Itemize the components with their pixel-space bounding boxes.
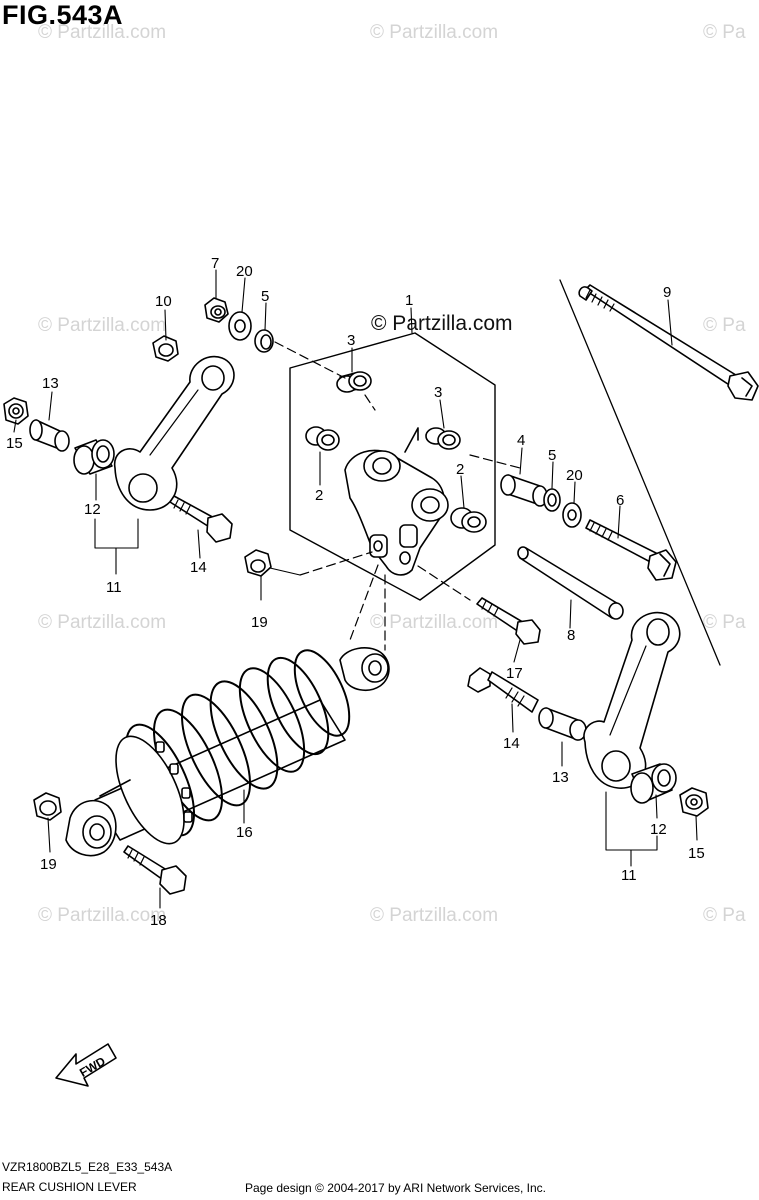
- figure-title: FIG.543A: [2, 0, 124, 30]
- callout-3: 3: [434, 384, 442, 401]
- spacer-tube-part: [517, 546, 624, 620]
- washer-part: [562, 502, 582, 528]
- long-bolt-part: [578, 284, 759, 401]
- watermark: © Partzilla.com: [38, 315, 167, 336]
- needle-bearing-part: [336, 371, 372, 393]
- fwd-arrow-icon: [55, 1043, 117, 1087]
- watermark: © Partzilla.com: [370, 612, 499, 633]
- callout-11: 11: [621, 867, 637, 884]
- lever-assembly-outline: [289, 332, 496, 601]
- needle-bearing-part: [73, 439, 115, 475]
- diagram-caption: REAR CUSHION LEVER: [2, 1180, 137, 1194]
- callout-13: 13: [552, 769, 569, 786]
- watermark: © Pa: [703, 22, 746, 43]
- callout-9: 9: [663, 284, 671, 301]
- callout-14: 14: [503, 735, 520, 752]
- nut-part: [204, 297, 229, 323]
- callout-10: 10: [155, 293, 172, 310]
- callout-18: 18: [150, 912, 167, 929]
- bolt-part: [476, 597, 541, 645]
- callout-13: 13: [42, 375, 59, 392]
- callout-5: 5: [261, 288, 269, 305]
- tie-rod-part: [583, 611, 681, 789]
- watermark: © Partzilla.com: [38, 612, 167, 633]
- callout-20: 20: [566, 467, 583, 484]
- model-code: VZR1800BZL5_E28_E33_543A: [2, 1160, 173, 1174]
- callout-2: 2: [456, 461, 464, 478]
- callout-11: 11: [106, 579, 122, 596]
- needle-bearing-part: [450, 507, 487, 533]
- seal-part: [543, 488, 561, 512]
- callout-8: 8: [567, 627, 575, 644]
- callout-19: 19: [251, 614, 268, 631]
- nut-part: [152, 335, 179, 362]
- watermark: © Partzilla.com: [370, 905, 499, 926]
- callout-3: 3: [347, 332, 355, 349]
- callout-1: 1: [405, 292, 413, 309]
- callout-19: 19: [40, 856, 57, 873]
- bolt-part: [467, 667, 539, 713]
- collar-part: [538, 707, 587, 741]
- watermark: © Pa: [703, 905, 746, 926]
- shock-absorber-part: [65, 647, 390, 857]
- needle-bearing-part: [305, 426, 340, 451]
- callout-15: 15: [688, 845, 705, 862]
- callout-12: 12: [84, 501, 101, 518]
- callout-6: 6: [616, 492, 624, 509]
- needle-bearing-part: [425, 427, 461, 450]
- tie-rod-part: [113, 355, 235, 511]
- watermark: © Pa: [703, 612, 746, 633]
- brand-watermark: © Partzilla.com: [371, 312, 513, 335]
- collar-part: [29, 419, 70, 452]
- nut-part: [679, 787, 709, 817]
- page-credit: Page design © 2004-2017 by ARI Network S…: [245, 1181, 547, 1195]
- callout-15: 15: [6, 435, 23, 452]
- callout-20: 20: [236, 263, 253, 280]
- watermark: © Partzilla.com: [370, 22, 499, 43]
- needle-bearing-part: [630, 763, 677, 804]
- watermark: © Pa: [703, 315, 746, 336]
- watermark: © Partzilla.com: [38, 22, 167, 43]
- nut-part: [244, 549, 272, 577]
- callout-7: 7: [211, 255, 219, 272]
- callout-14: 14: [190, 559, 207, 576]
- washer-part: [228, 311, 252, 341]
- watermark: © Partzilla.com: [38, 905, 167, 926]
- nut-part: [3, 397, 29, 425]
- seal-part: [254, 329, 274, 353]
- callout-12: 12: [650, 821, 667, 838]
- callout-16: 16: [236, 824, 253, 841]
- bolt-part: [169, 495, 233, 543]
- callout-4: 4: [517, 432, 525, 449]
- callout-17: 17: [506, 665, 523, 682]
- bolt-part: [123, 845, 187, 895]
- bolt-part: [585, 519, 677, 581]
- collar-part: [500, 474, 548, 507]
- callout-2: 2: [315, 487, 323, 504]
- nut-part: [33, 792, 62, 821]
- callout-5: 5: [548, 447, 556, 464]
